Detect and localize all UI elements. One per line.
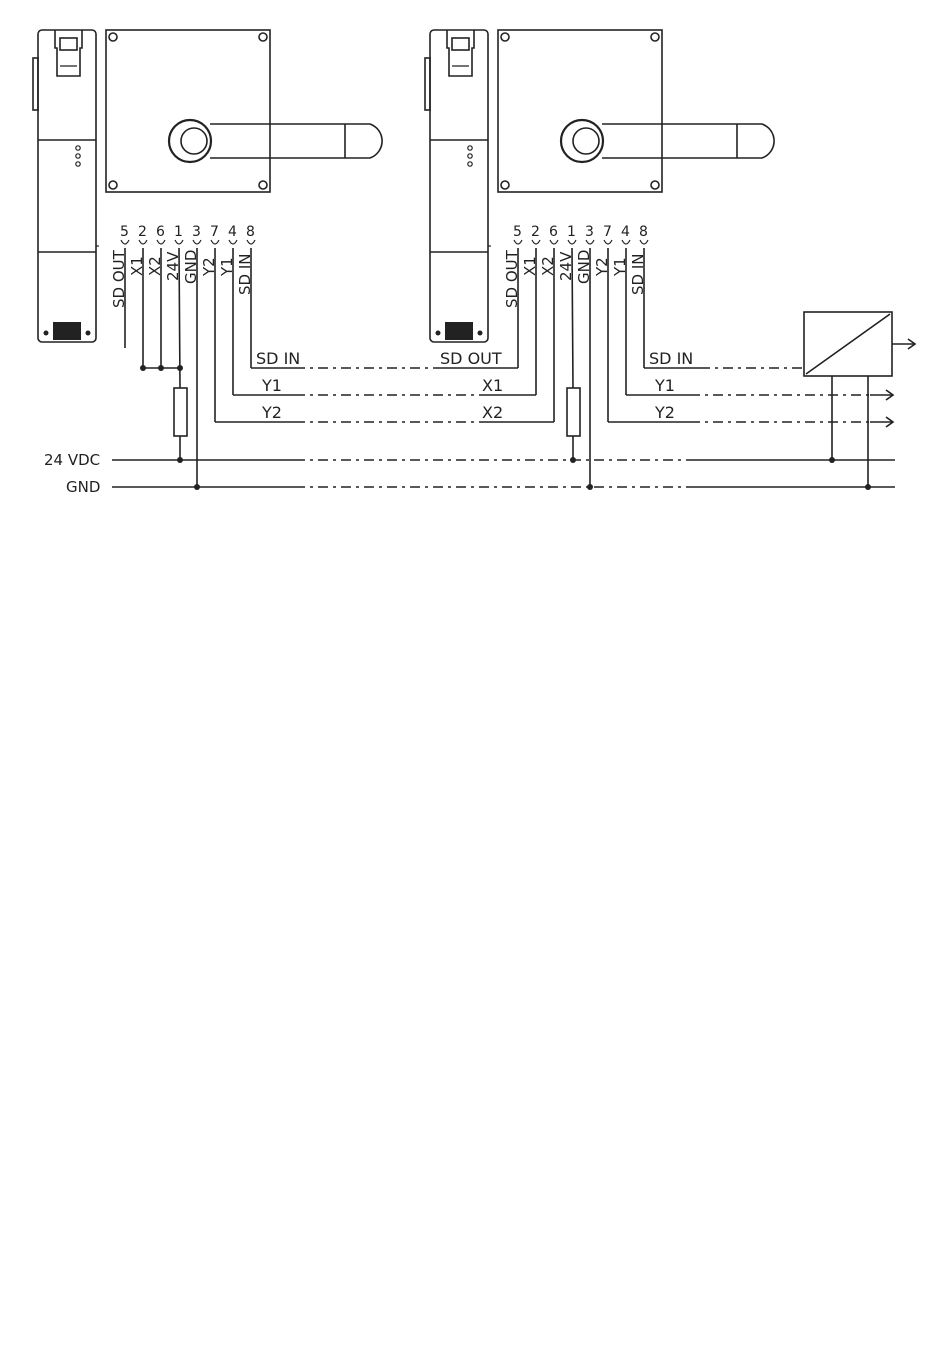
wire-label-y1: Y1 — [654, 376, 675, 395]
pin-number: 6 — [549, 224, 558, 240]
led-icon — [76, 154, 80, 158]
pin-number: 2 — [531, 224, 540, 240]
led-icon — [468, 162, 472, 166]
rail-label-gnd: GND — [66, 478, 100, 496]
led-icon — [76, 162, 80, 166]
lock-2-body — [425, 30, 491, 342]
led-icon — [468, 146, 472, 150]
fuse-icon — [567, 388, 580, 436]
lock-1-handle-module — [106, 30, 382, 192]
lock-1-body — [33, 30, 99, 342]
wire-label-y2: Y2 — [261, 403, 282, 422]
lock-2-handle-module — [498, 30, 774, 192]
pin-number: 3 — [585, 224, 594, 240]
pin-number: 2 — [138, 224, 147, 240]
pin-number: 8 — [639, 224, 648, 240]
lock-2-wiring — [440, 248, 700, 487]
pin-number: 3 — [192, 224, 201, 240]
wire-label-y2: Y2 — [654, 403, 675, 422]
pin-number: 1 — [174, 224, 183, 240]
led-icon — [76, 146, 80, 150]
pin-number: 7 — [210, 224, 219, 240]
connector-icon — [445, 322, 473, 340]
pin-number: 7 — [603, 224, 612, 240]
pin-number: 5 — [120, 224, 129, 240]
connector-icon — [53, 322, 81, 340]
wire-label-y1: Y1 — [261, 376, 282, 395]
wire-label-sd-in: SD IN — [649, 349, 693, 368]
lock-1-device — [33, 30, 382, 342]
wire-label-x1: X1 — [482, 376, 503, 395]
lock-2-device — [425, 30, 774, 342]
led-icon — [468, 154, 472, 158]
rail-label-24vdc: 24 VDC — [44, 451, 100, 469]
pin-number: 4 — [621, 224, 630, 240]
supply-rails: 24 VDC GND — [44, 451, 895, 496]
output-arrows — [870, 390, 893, 427]
pin-number: 5 — [513, 224, 522, 240]
pin-number: 8 — [246, 224, 255, 240]
pin-number: 4 — [228, 224, 237, 240]
terminal-hooks — [121, 240, 648, 244]
wiring-diagram: 5 2 6 1 3 7 4 8 SD OUT X1 X2 24V GND Y2 … — [0, 0, 950, 510]
wire-label-sd-out: SD OUT — [440, 349, 502, 368]
interconnect-lines — [295, 368, 870, 422]
controller-block — [804, 312, 915, 490]
pin-number: 1 — [567, 224, 576, 240]
pin-number: 6 — [156, 224, 165, 240]
fuse-icon — [174, 388, 187, 436]
wire-label-x2: X2 — [482, 403, 503, 422]
wire-label-sd-in: SD IN — [256, 349, 300, 368]
wire-labels: SD IN Y1 Y2 SD OUT X1 X2 SD IN Y1 Y2 — [256, 349, 693, 422]
